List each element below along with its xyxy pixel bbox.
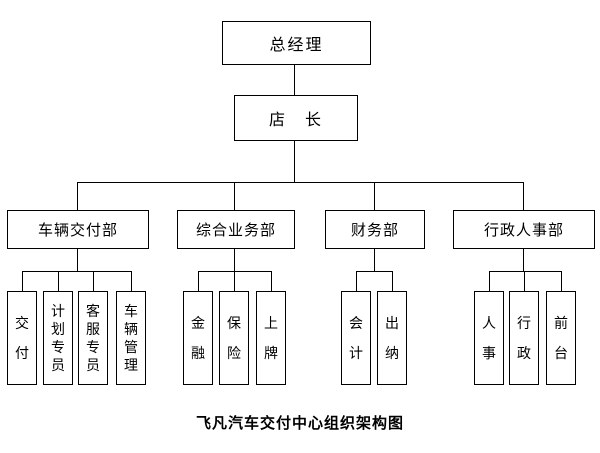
node-leaf-accountant: 会计 [341,291,371,385]
node-leaf-insurance: 保险 [219,291,249,385]
connector-group-3-drop-0 [489,271,490,291]
connector-group-2-drop-0 [356,271,357,291]
connector-stub-dept-0 [77,247,78,271]
connector-group-0-drop-3 [131,271,132,291]
connector-group-0-horizontal [22,271,131,272]
node-label: 财务部 [350,222,399,239]
node-label: 总经理 [269,37,324,54]
node-leaf-front-desk: 前台 [546,291,576,385]
node-leaf-delivery: 交付 [7,291,37,385]
node-general-manager: 总经理 [222,21,371,65]
connector-stub-dept-3 [523,247,524,271]
node-dept-admin-hr: 行政人事部 [453,210,595,249]
node-label: 综合业务部 [195,222,276,239]
node-dept-vehicle-delivery: 车辆交付部 [7,210,149,249]
connector-group-3-drop-2 [561,271,562,291]
node-leaf-cashier: 出纳 [377,291,407,385]
node-leaf-plate-registration: 上牌 [256,291,286,385]
node-dept-general-business: 综合业务部 [177,210,295,249]
node-label: 店 长 [268,112,323,129]
connector-group-2-drop-1 [392,271,393,291]
node-leaf-admin: 行政 [509,291,539,385]
connector-drop-dept-3 [523,182,524,210]
connector-group-3-drop-1 [524,271,525,291]
connector-group-1-drop-2 [271,271,272,291]
chart-caption: 飞凡汽车交付中心组织架构图 [195,415,404,432]
connector-group-1-drop-1 [234,271,235,291]
node-leaf-financing: 金融 [183,291,213,385]
connector-group-0-drop-0 [22,271,23,291]
connector-root-to-manager [294,63,295,95]
connector-manager-trunk [294,139,295,182]
node-label: 行政人事部 [483,222,564,239]
connector-drop-dept-2 [374,182,375,210]
connector-drop-dept-0 [77,182,78,210]
connector-level3-horizontal [77,182,524,183]
node-leaf-customer-service-specialist: 客服专员 [78,291,108,385]
connector-group-1-drop-0 [198,271,199,291]
connector-group-0-drop-1 [58,271,59,291]
connector-group-3-horizontal [489,271,561,272]
node-leaf-planning-specialist: 计划专员 [43,291,73,385]
connector-drop-dept-1 [234,182,235,210]
node-leaf-vehicle-management: 车辆管理 [116,291,146,385]
node-label: 车辆交付部 [37,222,118,239]
connector-stub-dept-1 [234,247,235,271]
node-leaf-hr: 人事 [474,291,504,385]
connector-stub-dept-2 [374,247,375,271]
connector-group-2-horizontal [356,271,392,272]
node-store-manager: 店 长 [234,95,358,141]
connector-group-0-drop-2 [93,271,94,291]
node-dept-finance: 财务部 [325,210,425,249]
